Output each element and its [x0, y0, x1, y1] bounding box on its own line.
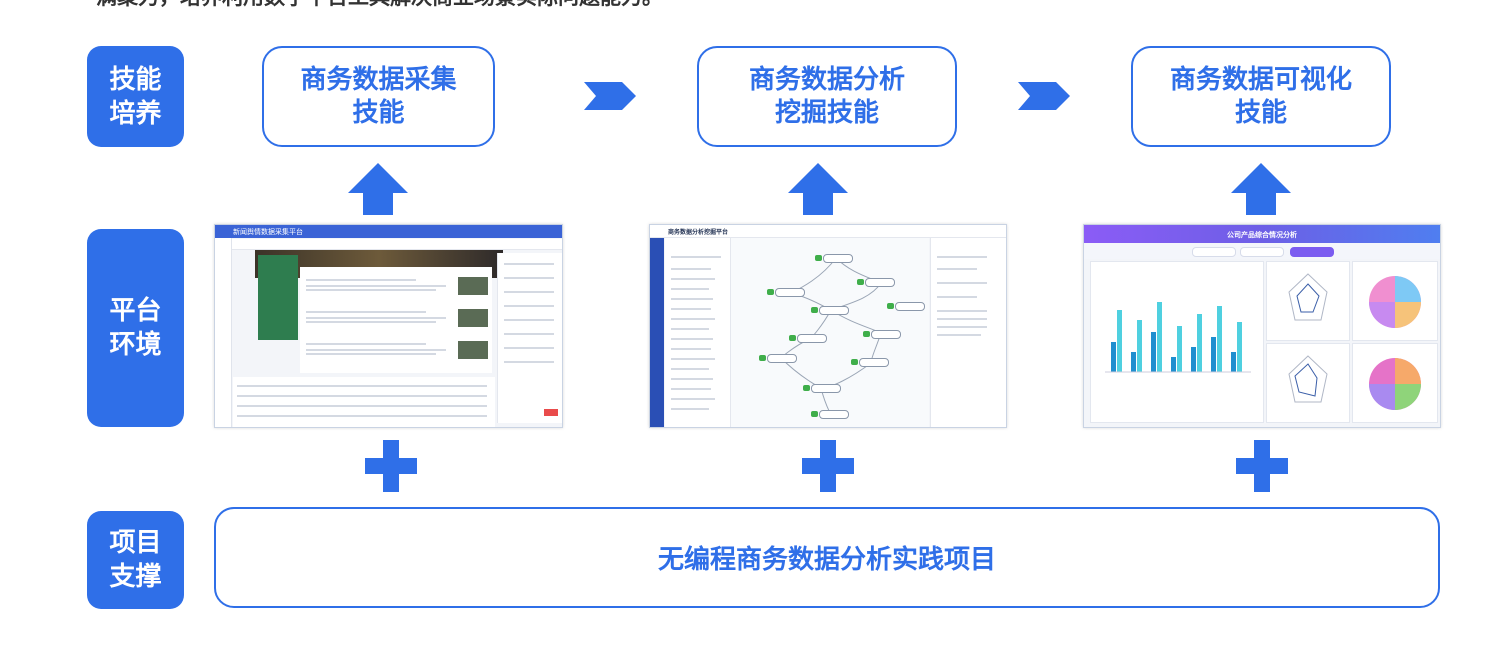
chevron-right-icon	[1018, 82, 1070, 110]
skill-box-analysis: 商务数据分析 挖掘技能	[697, 46, 957, 147]
collection-platform-screenshot: 新闻舆情数据采集平台	[214, 224, 563, 428]
skill-box-visualization: 商务数据可视化 技能	[1131, 46, 1391, 147]
plus-icon	[802, 440, 854, 492]
analysis-platform-screenshot: 商务数据分析挖掘平台	[649, 224, 1007, 428]
plus-icon	[365, 440, 417, 492]
visualization-dashboard-screenshot: 公司产品综合情况分析	[1083, 224, 1441, 428]
screenshot-title: 商务数据分析挖掘平台	[668, 229, 729, 236]
arrow-up-icon	[788, 163, 848, 215]
chevron-right-icon	[584, 82, 636, 110]
platform-row-label: 平台 环境	[87, 229, 184, 427]
project-row-label: 项目 支撑	[87, 511, 184, 609]
screenshot-title: 新闻舆情数据采集平台	[233, 228, 303, 236]
intro-text: 满聚力，培养利用数字平台工具解决商业场景实际问题能力。	[96, 0, 1096, 8]
plus-icon	[1236, 440, 1288, 492]
project-box: 无编程商务数据分析实践项目	[214, 507, 1440, 608]
screenshot-title: 公司产品综合情况分析	[1227, 231, 1297, 239]
arrow-up-icon	[348, 163, 408, 215]
skill-box-collection: 商务数据采集 技能	[262, 46, 495, 147]
skills-row-label: 技能 培养	[87, 46, 184, 147]
arrow-up-icon	[1231, 163, 1291, 215]
